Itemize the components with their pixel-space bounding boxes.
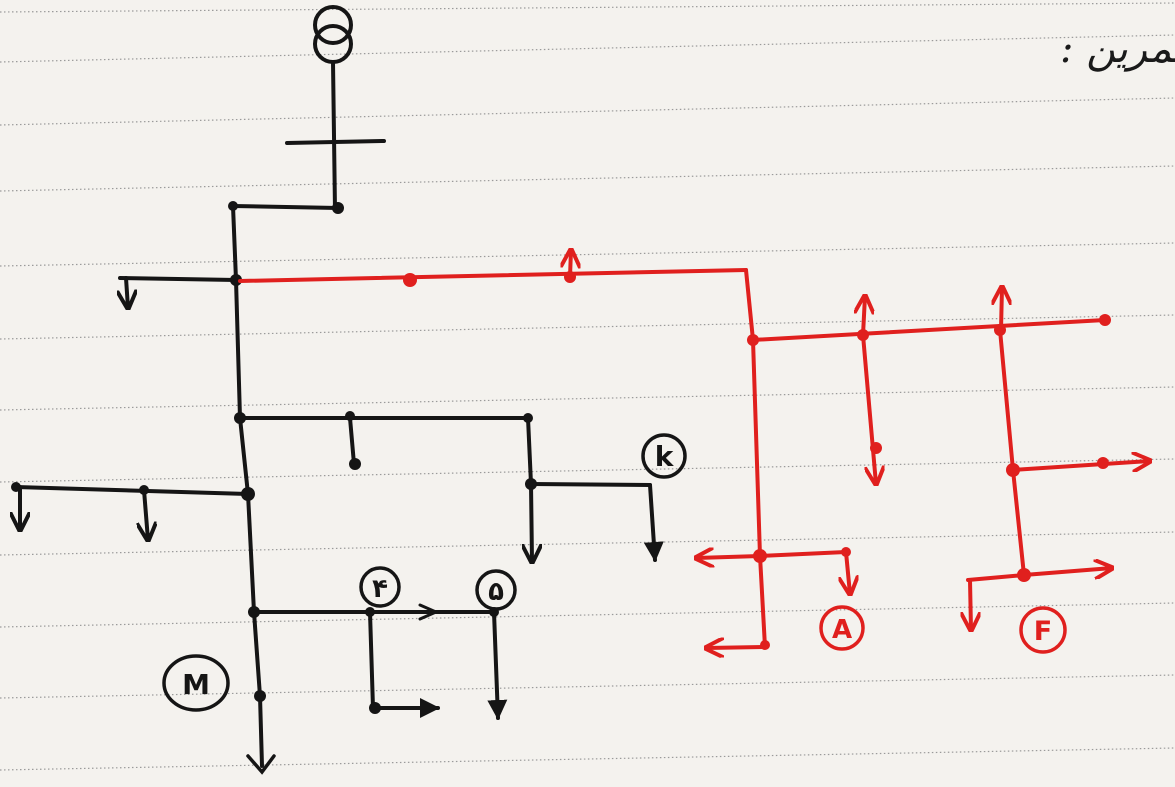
junction-dot bbox=[230, 274, 242, 286]
junction-dot bbox=[248, 606, 260, 618]
junction-dot bbox=[234, 412, 246, 424]
junction-dot bbox=[994, 324, 1006, 336]
label-a-marker: A bbox=[819, 605, 865, 651]
black-junctions bbox=[11, 201, 537, 714]
breaker-bar bbox=[285, 139, 386, 145]
junction-dot bbox=[1017, 568, 1031, 582]
label-a: A bbox=[832, 615, 852, 645]
junction-dot bbox=[760, 640, 770, 650]
junction-dot bbox=[228, 201, 238, 211]
label-four: ۴ bbox=[372, 574, 388, 604]
red-junctions bbox=[403, 271, 1111, 650]
label-five: ۵ bbox=[488, 577, 504, 607]
junction-dot bbox=[523, 413, 533, 423]
junction-dot bbox=[1097, 457, 1109, 469]
junction-dot bbox=[857, 329, 869, 341]
junction-dot bbox=[365, 607, 375, 617]
label-m: M bbox=[182, 668, 210, 701]
junction-dot bbox=[841, 547, 851, 557]
exercise-note: تمرین : bbox=[1060, 26, 1175, 72]
label-m-marker: M bbox=[162, 654, 230, 712]
label-four-marker: ۴ bbox=[359, 566, 401, 608]
junction-dot bbox=[349, 458, 361, 470]
label-k: k bbox=[655, 440, 675, 473]
label-k-marker: k bbox=[641, 433, 687, 479]
junction-dot bbox=[525, 478, 537, 490]
transformer-upper-winding bbox=[313, 5, 353, 45]
junction-dot bbox=[753, 549, 767, 563]
label-five-marker: ۵ bbox=[475, 569, 517, 611]
junction-dot bbox=[241, 487, 255, 501]
junction-dot bbox=[332, 202, 344, 214]
junction-dot bbox=[345, 411, 355, 421]
black-feeder bbox=[16, 5, 664, 775]
junction-dot bbox=[1006, 463, 1020, 477]
junction-dot bbox=[564, 271, 576, 283]
junction-dot bbox=[403, 273, 417, 287]
junction-dot bbox=[11, 482, 21, 492]
label-f: F bbox=[1034, 616, 1052, 647]
junction-dot bbox=[870, 442, 882, 454]
main-trunk bbox=[231, 204, 264, 768]
label-f-marker: F bbox=[1019, 606, 1067, 654]
junction-dot bbox=[254, 690, 266, 702]
junction-dot bbox=[139, 485, 149, 495]
paper-rule-lines bbox=[0, 2, 1175, 771]
end-arrowhead bbox=[246, 754, 276, 775]
junction-dot bbox=[747, 334, 759, 346]
junction-dot bbox=[369, 702, 381, 714]
junction-dot bbox=[1099, 314, 1111, 326]
transformer-lead bbox=[331, 60, 337, 212]
